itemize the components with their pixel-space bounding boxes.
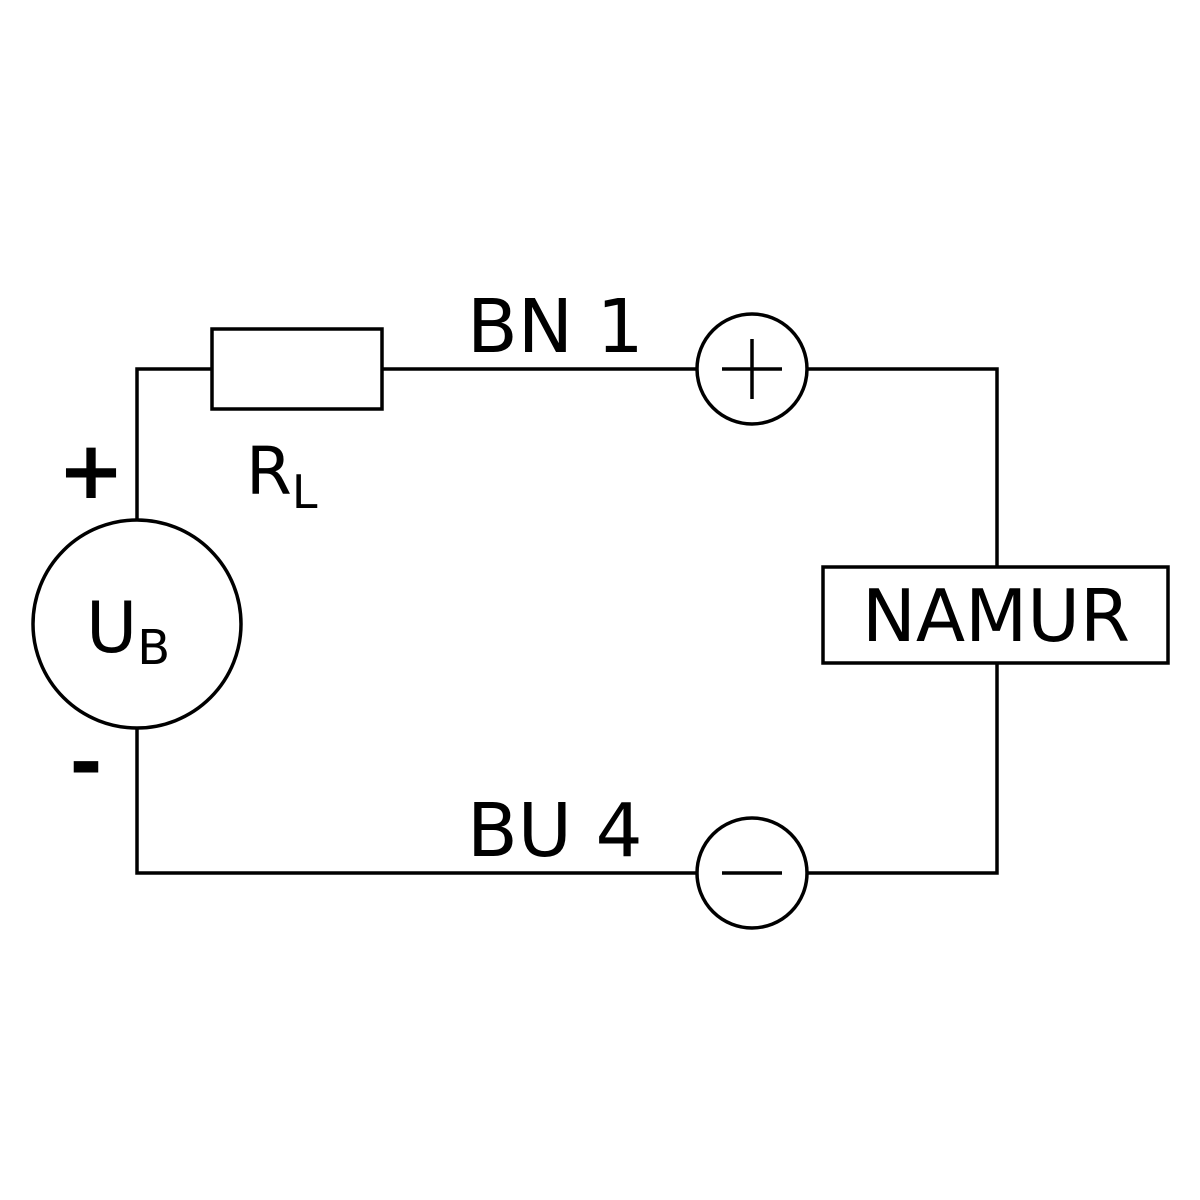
source-plus-sign: + <box>57 424 124 517</box>
load-resistor: RL <box>210 327 384 519</box>
wire-label-bu4: BU 4 <box>467 788 643 874</box>
wire-plus-terminal-to-sensor <box>807 367 999 567</box>
namur-label: NAMUR <box>862 574 1130 658</box>
wires <box>135 367 999 875</box>
minus-terminal <box>695 816 809 930</box>
resistor-body <box>210 327 384 411</box>
voltage-source-sub: B <box>137 620 170 676</box>
voltage-source: UB + - <box>31 424 243 809</box>
resistor-main: R <box>246 433 292 510</box>
namur-sensor: NAMUR <box>821 565 1170 665</box>
voltage-source-main: U <box>86 587 137 669</box>
wire-minus-terminal-to-source <box>135 727 698 875</box>
resistor-sub: L <box>292 465 318 519</box>
resistor-label: RL <box>246 433 318 519</box>
voltage-source-circle <box>31 518 243 730</box>
plus-terminal <box>695 312 809 426</box>
wire-label-bn1: BN 1 <box>467 284 644 370</box>
source-minus-sign: - <box>69 716 102 809</box>
voltage-source-label: UB <box>86 587 170 676</box>
namur-box <box>821 565 1170 665</box>
wire-sensor-to-minus-terminal <box>807 663 999 875</box>
plus-terminal-circle <box>695 312 809 426</box>
minus-terminal-circle <box>695 816 809 930</box>
wire-source-to-resistor <box>135 367 212 520</box>
